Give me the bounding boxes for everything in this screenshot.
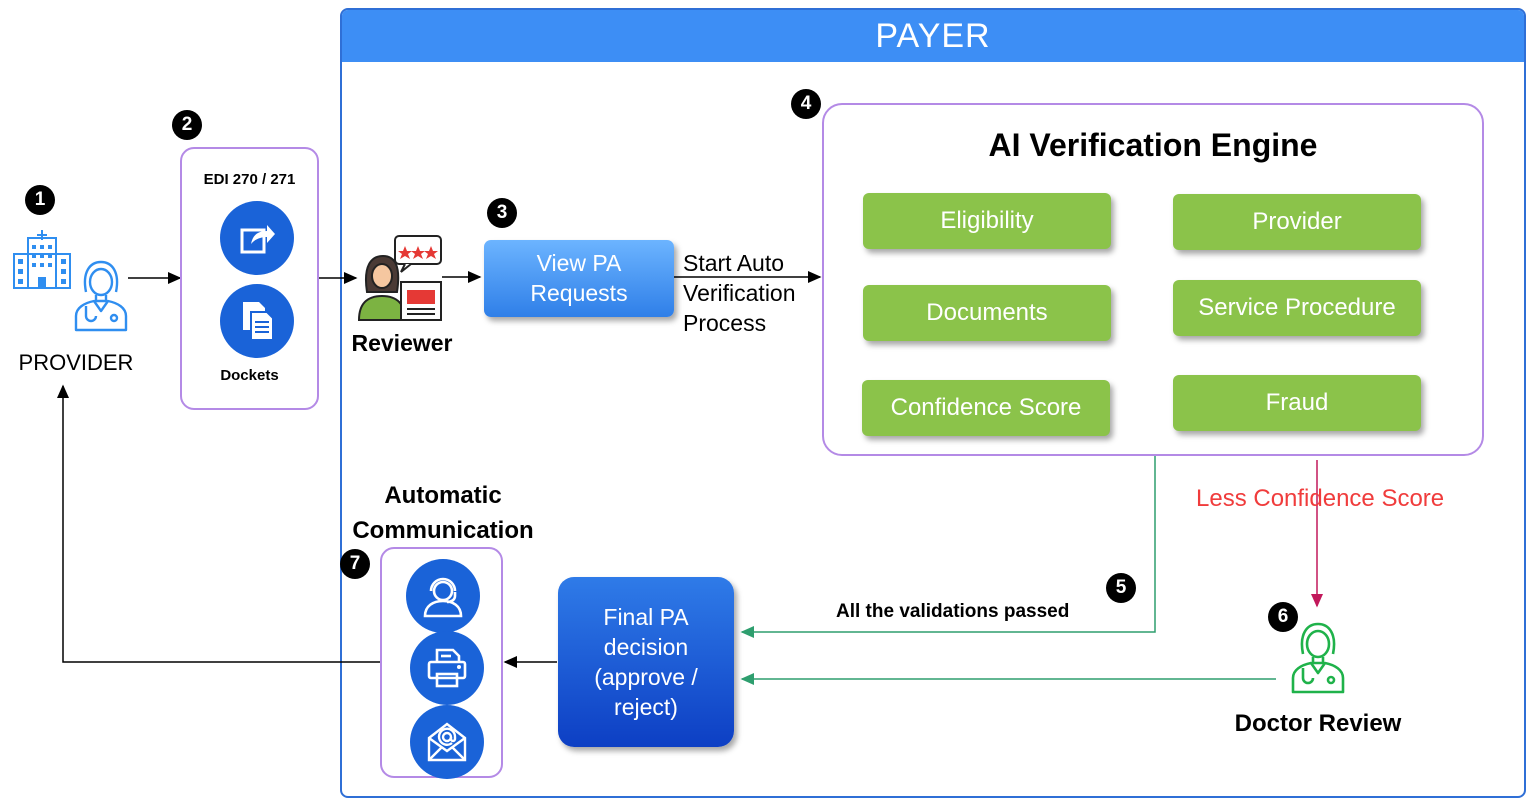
arrow-engine-to-final — [740, 456, 1156, 638]
communication-line-1: Automatic — [384, 482, 502, 509]
start-auto-line-3: Process — [683, 310, 767, 336]
less-confidence-score-label: Less Confidence Score — [1196, 485, 1445, 512]
share-icon — [220, 201, 294, 275]
final-pa-line-2: decision — [603, 634, 689, 660]
communication-line-2: Communication — [352, 517, 534, 544]
arrow-communication-to-provider — [57, 384, 380, 663]
doctor-review-label: Doctor Review — [1234, 710, 1402, 737]
step-1-badge: 1 — [25, 185, 55, 215]
start-auto-line-1: Start Auto — [683, 250, 785, 276]
ai-verification-engine-box: AI Verification Engine Eligibility Provi… — [822, 103, 1484, 456]
documents-check: Documents — [863, 285, 1111, 341]
payer-container: PAYER — [340, 8, 1526, 798]
view-pa-requests-button[interactable]: View PA Requests — [484, 240, 674, 317]
doctor-icon — [1288, 620, 1348, 694]
fax-icon — [410, 631, 484, 705]
reviewer-label: Reviewer — [351, 330, 453, 356]
eligibility-check: Eligibility — [863, 193, 1111, 249]
edi-title: EDI 270 / 271 — [203, 171, 296, 188]
step-4-badge: 4 — [791, 89, 821, 119]
step-7-badge: 7 — [340, 549, 370, 579]
dockets-label: Dockets — [220, 367, 279, 384]
final-pa-line-1: Final PA — [603, 604, 689, 630]
engine-title: AI Verification Engine — [988, 127, 1318, 163]
start-auto-verification-label: Start Auto Verification Process — [683, 248, 796, 338]
email-icon — [410, 705, 484, 779]
step-3-badge: 3 — [487, 198, 517, 228]
step-5-badge: 5 — [1106, 573, 1136, 603]
hospital-icon — [12, 228, 72, 290]
fraud-check: Fraud — [1173, 375, 1421, 431]
provider-check: Provider — [1173, 194, 1421, 250]
view-pa-line-1: View PA — [536, 250, 622, 276]
reviewer-icon — [357, 234, 445, 322]
payer-title: PAYER — [342, 10, 1524, 62]
final-pa-line-4: reject) — [614, 694, 678, 720]
provider-label: PROVIDER — [18, 350, 134, 375]
view-pa-line-2: Requests — [530, 280, 628, 306]
headset-agent-icon — [406, 559, 480, 633]
start-auto-line-2: Verification — [683, 280, 796, 306]
edi-box: EDI 270 / 271 Dockets — [180, 147, 319, 410]
validations-passed-label: All the validations passed — [836, 601, 1070, 622]
final-pa-line-3: (approve / — [594, 664, 698, 690]
final-pa-decision-box: Final PA decision (approve / reject) — [558, 577, 734, 747]
step-2-badge: 2 — [172, 110, 202, 140]
automatic-communication-label: Automatic Communication — [340, 478, 546, 548]
documents-icon — [220, 284, 294, 358]
service-procedure-check: Service Procedure — [1173, 280, 1421, 336]
communication-box — [380, 547, 503, 779]
step-6-badge: 6 — [1268, 602, 1298, 632]
confidence-score-check: Confidence Score — [862, 380, 1110, 436]
nurse-icon — [72, 258, 130, 332]
